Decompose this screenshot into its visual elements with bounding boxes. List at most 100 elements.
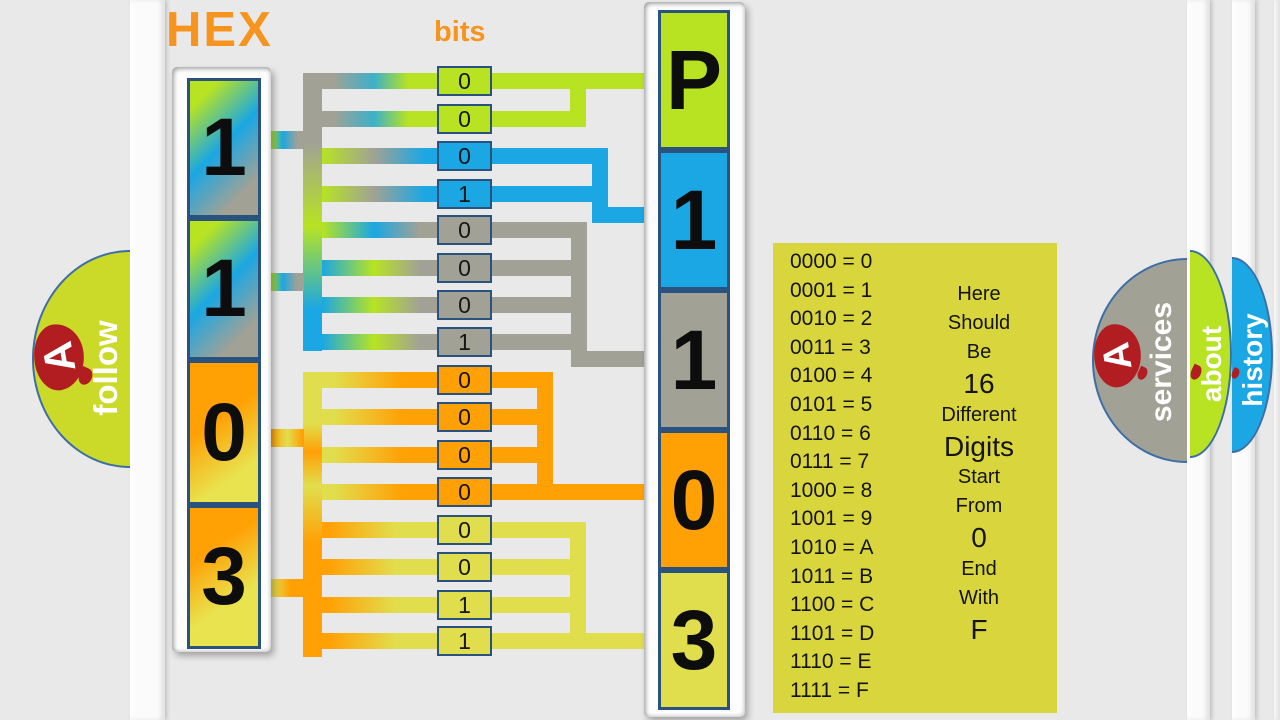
hex-digit-cell: 1 xyxy=(187,218,261,360)
wire-segment xyxy=(592,207,646,223)
legend-row: 0000 = 0 xyxy=(790,250,873,273)
bit-box: 1 xyxy=(437,626,492,656)
legend-note-line: Digits xyxy=(943,430,1014,462)
wire-segment xyxy=(322,260,437,276)
wire-segment xyxy=(322,633,437,649)
bit-box: 0 xyxy=(437,365,492,395)
legend-row: 1010 = A xyxy=(790,535,874,559)
bit-box: 0 xyxy=(437,215,492,245)
bit-box: 0 xyxy=(437,477,492,507)
bit-box: 0 xyxy=(437,402,492,432)
bit-box: 0 xyxy=(437,515,492,545)
bits-label: bits xyxy=(434,16,486,48)
wire-segment xyxy=(303,73,322,351)
wire-segment xyxy=(322,186,437,202)
legend-note-line: 16 xyxy=(963,368,995,399)
legend-row: 0011 = 3 xyxy=(790,335,871,359)
wire-segment xyxy=(322,597,437,613)
legend-row: 0010 = 2 xyxy=(790,307,873,331)
result-digit-cell: P xyxy=(658,10,730,150)
legend-row: 1110 = E xyxy=(790,650,872,674)
wire-segment xyxy=(322,222,437,238)
legend-row: 0001 = 1 xyxy=(790,278,873,302)
logo-letter: A xyxy=(1094,338,1141,373)
wire-segment xyxy=(322,409,437,425)
wire-segment xyxy=(571,351,646,367)
legend-row: 0100 = 4 xyxy=(790,364,873,388)
wire-segment xyxy=(537,372,553,500)
legend-row: 1000 = 8 xyxy=(790,478,873,502)
hex-digit-cell: 3 xyxy=(187,505,261,649)
legend-note-line: With xyxy=(959,586,999,609)
bit-box: 0 xyxy=(437,552,492,582)
legend-row: 1001 = 9 xyxy=(790,507,873,531)
wire-segment xyxy=(322,522,437,538)
legend-note-line: Be xyxy=(966,341,992,363)
wire-segment xyxy=(492,222,587,238)
wire-segment xyxy=(322,559,437,575)
legend-note-line: End xyxy=(961,557,997,580)
legend-row: 0110 = 6 xyxy=(790,421,871,445)
result-digit-cell: 1 xyxy=(658,150,730,290)
hex-digit-cell: 1 xyxy=(187,78,261,218)
wire-segment xyxy=(322,111,437,127)
wire-segment xyxy=(492,484,645,500)
white-bar-left xyxy=(130,0,165,720)
white-bar-right-3 xyxy=(1274,0,1280,720)
wire-segment xyxy=(322,73,437,89)
wire-segment xyxy=(492,260,587,276)
bit-box: 0 xyxy=(437,104,492,134)
legend-row: 0111 = 7 xyxy=(790,450,870,474)
legend-row: 1011 = B xyxy=(790,564,874,588)
legend-note-line: From xyxy=(955,495,1003,517)
legend-note-line: Should xyxy=(947,312,1011,334)
legend-row: 1111 = F xyxy=(790,678,869,702)
wire-segment xyxy=(322,372,437,388)
wire-segment xyxy=(570,522,586,649)
wire-segment xyxy=(571,222,587,367)
wire-segment xyxy=(570,73,586,127)
wire-segment xyxy=(271,131,304,149)
wire-segment xyxy=(492,73,646,89)
bit-box: 0 xyxy=(437,253,492,283)
wire-segment xyxy=(492,559,586,575)
logo-letter: A xyxy=(32,338,85,377)
wire-segment xyxy=(322,297,437,313)
wire-segment xyxy=(303,372,322,657)
wire-segment xyxy=(271,273,304,291)
wire-segment xyxy=(492,111,586,127)
wire-segment xyxy=(492,297,587,313)
legend-note-line: 0 xyxy=(971,522,987,553)
legend-table: 0000 = 0 0001 = 1 0010 = 2 0011 = 3 0100 = 4… xyxy=(773,243,1057,713)
legend-note-line: F xyxy=(970,613,988,645)
wire-segment xyxy=(592,148,608,223)
wire-segment xyxy=(492,186,608,202)
wire-segment xyxy=(322,447,437,463)
wire-segment xyxy=(322,334,437,350)
wire-segment xyxy=(322,484,437,500)
legend-row: 1100 = C xyxy=(790,593,875,617)
wire-segment xyxy=(322,148,437,164)
legend-row: 0101 = 5 xyxy=(790,392,873,416)
result-digit-cell: 1 xyxy=(658,290,730,430)
bit-box: 1 xyxy=(437,179,492,209)
bit-box: 0 xyxy=(437,66,492,96)
wire-segment xyxy=(492,597,586,613)
wire-segment xyxy=(492,148,608,164)
wire-segment xyxy=(271,579,304,597)
bit-box: 0 xyxy=(437,141,492,171)
wire-segment xyxy=(492,522,586,538)
bit-box: 1 xyxy=(437,327,492,357)
result-digit-cell: 0 xyxy=(658,430,730,570)
wire-segment xyxy=(492,334,587,350)
wire-segment xyxy=(271,429,304,447)
legend-binary-rows: 0000 = 0 0001 = 1 0010 = 2 0011 = 3 0100 = 4… xyxy=(790,248,874,706)
bit-box: 1 xyxy=(437,590,492,620)
hex-digit-cell: 0 xyxy=(187,360,261,505)
result-digit-cell: 3 xyxy=(658,570,730,710)
hex-title: HEX xyxy=(166,3,273,57)
